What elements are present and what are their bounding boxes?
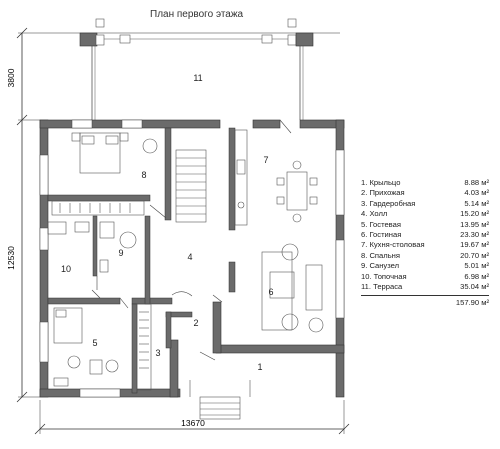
legend-area: 5.14 м²: [464, 198, 489, 208]
door-swings: [91, 119, 292, 361]
legend-area: 13.95 м²: [460, 219, 489, 229]
legend-area: 4.03 м²: [464, 188, 489, 198]
windows: [39, 119, 345, 398]
room-number-4: 4: [187, 252, 192, 262]
legend-label: 1. Крыльцо: [361, 178, 401, 187]
legend-label: 7. Кухня-столовая: [361, 240, 425, 250]
legend-label: 9. Санузел: [361, 261, 400, 271]
legend-row: 10. Топочная 6.98 м²: [361, 272, 489, 282]
legend-area: 20.70 м²: [460, 250, 489, 260]
legend-row: 9. Санузел 5.01 м²: [361, 261, 489, 271]
legend-label: 10. Топочная: [361, 271, 407, 281]
legend-area: 19.67 м²: [460, 240, 489, 250]
room-number-8: 8: [141, 170, 146, 180]
legend-label: 11. Терраса: [361, 282, 403, 292]
room-number-1: 1: [257, 362, 262, 372]
dimension-house-width: 13670: [181, 418, 205, 428]
legend-area: 5.01 м²: [464, 261, 489, 271]
room-number-2: 2: [193, 318, 198, 328]
legend-label: 5. Гостевая: [361, 219, 401, 229]
legend-label: 2. Прихожая: [361, 188, 405, 198]
terrace: [79, 18, 314, 120]
legend-label: 3. Гардеробная: [361, 198, 416, 208]
legend-row: 6. Гостиная 23.30 м²: [361, 230, 489, 240]
legend-label: 8. Спальня: [361, 250, 400, 260]
dimension-terrace-depth: 3800: [6, 68, 16, 87]
dimension-house-depth: 12530: [6, 246, 16, 270]
interior-walls: [47, 127, 236, 394]
room-number-9: 9: [118, 248, 123, 258]
legend-area: 6.98 м²: [464, 271, 489, 281]
room-number-5: 5: [92, 338, 97, 348]
legend-label: 6. Гостиная: [361, 230, 402, 240]
legend-label: 4. Холл: [361, 209, 388, 219]
room-number-11: 11: [193, 73, 202, 83]
legend-row: 8. Спальня 20.70 м²: [361, 251, 489, 261]
room-number-10: 10: [61, 264, 71, 274]
dimension-lines: [16, 27, 350, 435]
room-number-6: 6: [268, 287, 273, 297]
furniture: [47, 129, 324, 420]
legend-area: 23.30 м²: [460, 230, 489, 240]
legend-row: 3. Гардеробная 5.14 м²: [361, 199, 489, 209]
legend-row: 5. Гостевая 13.95 м²: [361, 220, 489, 230]
legend-row: 1. Крыльцо 8.88 м²: [361, 178, 489, 188]
legend-area: 35.04 м²: [460, 282, 489, 292]
room-number-3: 3: [155, 348, 160, 358]
legend-area: 8.88 м²: [464, 178, 489, 187]
legend-row: 4. Холл 15.20 м²: [361, 209, 489, 219]
room-number-7: 7: [263, 155, 268, 165]
room-labels: 11 8 7 4 9 10 6 2 5 3 1: [61, 73, 274, 372]
legend-area: 15.20 м²: [460, 209, 489, 219]
plan-title: План первого этажа: [150, 9, 244, 20]
legend-total-area: 157.90 м²: [361, 295, 489, 308]
legend-row: 11. Терраса 35.04 м²: [361, 282, 489, 292]
area-legend: 1. Крыльцо 8.88 м² 2. Прихожая 4.03 м² 3…: [361, 178, 489, 309]
legend-row: 7. Кухня-столовая 19.67 м²: [361, 240, 489, 250]
legend-row: 2. Прихожая 4.03 м²: [361, 188, 489, 198]
